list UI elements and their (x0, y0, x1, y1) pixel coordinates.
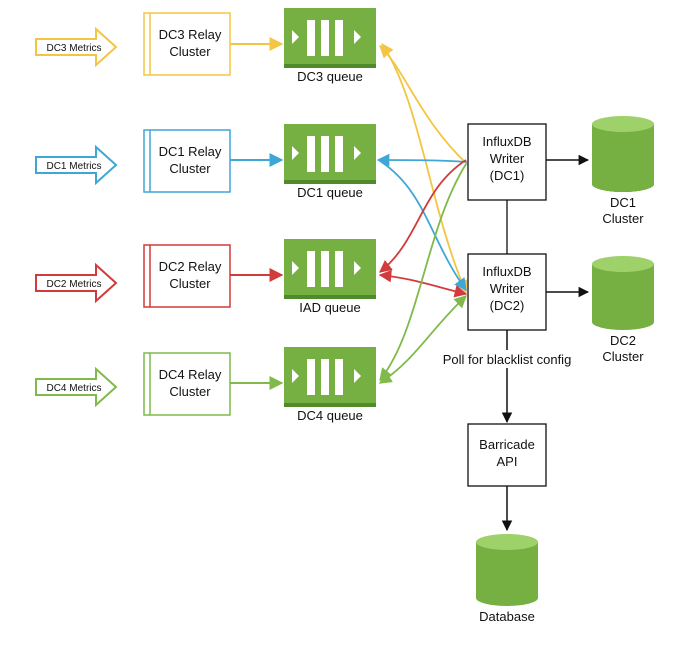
metrics-arrow-dc2: DC2 Metrics (35, 262, 118, 304)
relay-label-dc3-line1: DC3 Relay (159, 27, 222, 42)
barricade-line2: API (497, 454, 518, 469)
writer-dc1-line1: InfluxDB (482, 134, 531, 149)
metrics-arrow-dc3: DC3 Metrics (35, 26, 118, 68)
queue-iad: IAD queue (284, 239, 376, 315)
relay-label-dc2-line2: Cluster (169, 276, 211, 291)
relay-cluster-dc3: DC3 Relay Cluster (143, 12, 231, 76)
connector-dc1-writer1 (376, 153, 468, 167)
barricade-line1: Barricade (479, 437, 535, 452)
queue-dc3: DC3 queue (284, 8, 376, 84)
cluster-dc2-line1: DC2 (610, 333, 636, 348)
connector-dc2-writer1 (379, 159, 467, 273)
relay-label-dc4-line2: Cluster (169, 384, 211, 399)
metrics-label-dc1: DC1 Metrics (46, 161, 101, 172)
metrics-arrow-dc1: DC1 Metrics (35, 144, 118, 186)
writer-dc1-line2: Writer (490, 151, 525, 166)
barricade-api-box: Barricade API (467, 423, 547, 487)
influxdb-writer-dc2: InfluxDB Writer (DC2) (467, 253, 547, 331)
relay-cluster-dc4: DC4 Relay Cluster (143, 352, 231, 416)
cluster-db-dc2: DC2 Cluster (592, 256, 654, 364)
relay-label-dc1-line1: DC1 Relay (159, 144, 222, 159)
connector-dc3-writer2 (381, 42, 468, 294)
poll-label: Poll for blacklist config (443, 352, 572, 367)
relay-label-dc3-line2: Cluster (169, 44, 211, 59)
cluster-dc1-line1: DC1 (610, 195, 636, 210)
queue-label-dc3: DC3 queue (297, 69, 363, 84)
connector-dc4-writer2 (378, 295, 467, 384)
cluster-dc2-line2: Cluster (602, 349, 644, 364)
queue-dc1: DC1 queue (284, 124, 376, 200)
relay-label-dc4-line1: DC4 Relay (159, 367, 222, 382)
relay-cluster-dc1: DC1 Relay Cluster (143, 129, 231, 193)
writer-dc2-line2: Writer (490, 281, 525, 296)
writer-dc2-line1: InfluxDB (482, 264, 531, 279)
database-label: Database (479, 609, 535, 624)
connector-dc4-writer1 (379, 163, 467, 381)
relay-label-dc1-line2: Cluster (169, 161, 211, 176)
metrics-label-dc4: DC4 Metrics (46, 383, 101, 394)
influxdb-writer-dc1: InfluxDB Writer (DC1) (467, 123, 547, 201)
queue-dc4: DC4 queue (284, 347, 376, 423)
metrics-arrow-dc4: DC4 Metrics (35, 366, 118, 408)
queue-label-iad: IAD queue (299, 300, 360, 315)
queue-label-dc4: DC4 queue (297, 408, 363, 423)
metrics-label-dc2: DC2 Metrics (46, 279, 101, 290)
writer-dc2-line3: (DC2) (490, 298, 525, 313)
queue-label-dc1: DC1 queue (297, 185, 363, 200)
database-cylinder: Database (476, 534, 538, 624)
connector-dc1-writer2 (379, 160, 467, 292)
relay-cluster-dc2: DC2 Relay Cluster (143, 244, 231, 308)
cluster-dc1-line2: Cluster (602, 211, 644, 226)
cluster-db-dc1: DC1 Cluster (592, 116, 654, 226)
metrics-label-dc3: DC3 Metrics (46, 43, 101, 54)
relay-label-dc2-line1: DC2 Relay (159, 259, 222, 274)
writer-dc1-line3: (DC1) (490, 168, 525, 183)
